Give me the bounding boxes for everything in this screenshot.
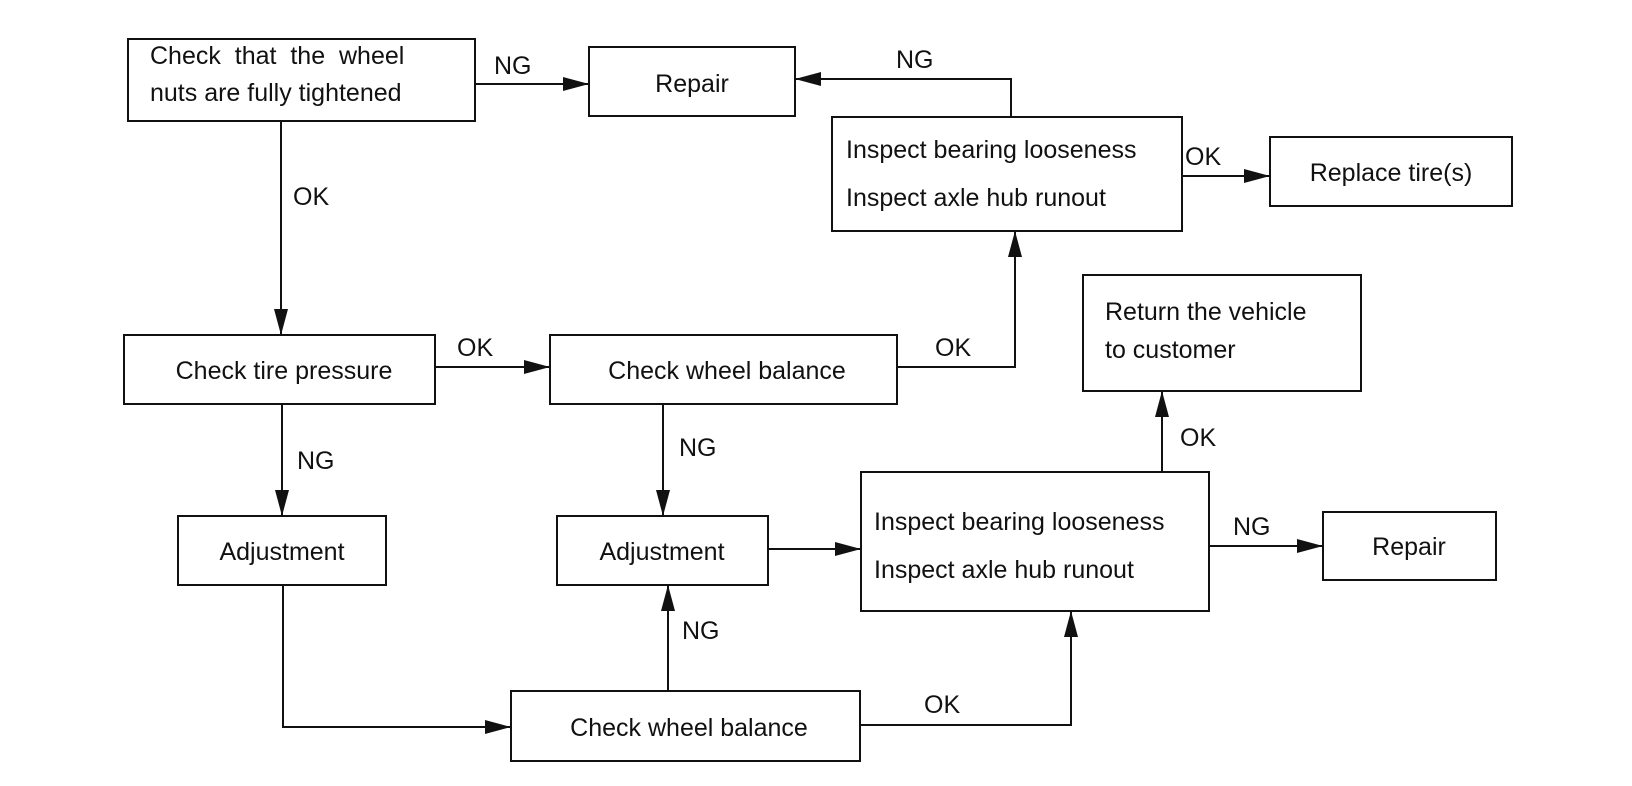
node-check-wheel-balance-top: Check wheel balance <box>549 334 898 405</box>
edge-balance-to-inspect-top: OK <box>897 231 1022 368</box>
node-check-wheel-balance-bottom-label: Check wheel balance <box>570 714 808 742</box>
node-inspect-bottom: Inspect bearing looseness Inspect axle h… <box>860 471 1210 612</box>
node-inspect-bottom-line1: Inspect bearing looseness <box>874 508 1164 536</box>
edge-pressure-to-balance-label: OK <box>457 334 493 362</box>
node-adjustment-mid-label: Adjustment <box>599 538 724 566</box>
node-check-wheel-nuts: Check that the wheel nuts are fully tigh… <box>127 38 476 122</box>
edge-inspect-top-to-repair: NG <box>795 46 1012 117</box>
edge-pressure-to-adjustment: NG <box>275 404 335 516</box>
node-adjustment-left: Adjustment <box>177 515 387 586</box>
node-replace-tires-label: Replace tire(s) <box>1310 159 1473 187</box>
node-check-wheel-balance-bottom: Check wheel balance <box>510 690 861 762</box>
node-inspect-top: Inspect bearing looseness Inspect axle h… <box>831 116 1183 232</box>
edge-balance-to-inspect-top-label: OK <box>935 334 971 362</box>
edge-balance-to-adjustment: NG <box>656 404 717 516</box>
edge-nuts-to-pressure-label: OK <box>293 183 329 211</box>
node-repair-top: Repair <box>588 46 796 117</box>
node-return-vehicle: Return the vehicle to customer <box>1082 274 1362 392</box>
node-inspect-top-line2: Inspect axle hub runout <box>846 184 1106 212</box>
edge-pressure-to-adjustment-label: NG <box>297 447 335 475</box>
node-check-tire-pressure-label: Check tire pressure <box>176 357 393 385</box>
node-inspect-top-line1: Inspect bearing looseness <box>846 136 1136 164</box>
edge-inspect-top-to-repair-label: NG <box>896 46 934 74</box>
node-check-tire-pressure: Check tire pressure <box>123 334 436 405</box>
edge-inspect-bottom-to-return-label: OK <box>1180 424 1216 452</box>
node-inspect-bottom-line2: Inspect axle hub runout <box>874 556 1134 584</box>
edge-inspect-bottom-to-repair: NG <box>1209 513 1323 553</box>
node-check-wheel-nuts-line2: nuts are fully tightened <box>150 79 402 107</box>
node-return-vehicle-line1: Return the vehicle <box>1105 298 1307 326</box>
edge-inspect-top-to-replace: OK <box>1182 143 1270 183</box>
edge-nuts-to-repair: NG <box>475 52 589 91</box>
edge-inspect-bottom-to-return: OK <box>1155 391 1216 472</box>
node-return-vehicle-line2: to customer <box>1105 336 1236 364</box>
node-repair-bottom: Repair <box>1322 511 1497 581</box>
edge-balance-bottom-to-adjustment-label: NG <box>682 617 720 645</box>
node-check-wheel-balance-top-label: Check wheel balance <box>608 357 846 385</box>
node-repair-top-label: Repair <box>655 70 729 98</box>
edge-nuts-to-repair-label: NG <box>494 52 532 80</box>
edge-adjustment-left-to-balance-bottom <box>282 585 511 734</box>
node-adjustment-left-label: Adjustment <box>219 538 344 566</box>
edge-balance-to-adjustment-label: NG <box>679 434 717 462</box>
edge-inspect-bottom-to-repair-label: NG <box>1233 513 1271 541</box>
edge-nuts-to-pressure: OK <box>274 121 329 335</box>
node-check-wheel-nuts-line1: Check that the wheel <box>150 42 404 70</box>
node-adjustment-mid: Adjustment <box>556 515 769 586</box>
edge-inspect-top-to-replace-label: OK <box>1185 143 1221 171</box>
edge-pressure-to-balance: OK <box>435 334 550 374</box>
node-repair-bottom-label: Repair <box>1372 533 1446 561</box>
edge-balance-bottom-to-adjustment: NG <box>661 585 720 691</box>
edge-balance-bottom-to-inspect-label: OK <box>924 691 960 719</box>
node-replace-tires: Replace tire(s) <box>1269 136 1513 207</box>
edge-balance-bottom-to-inspect: OK <box>860 611 1078 726</box>
